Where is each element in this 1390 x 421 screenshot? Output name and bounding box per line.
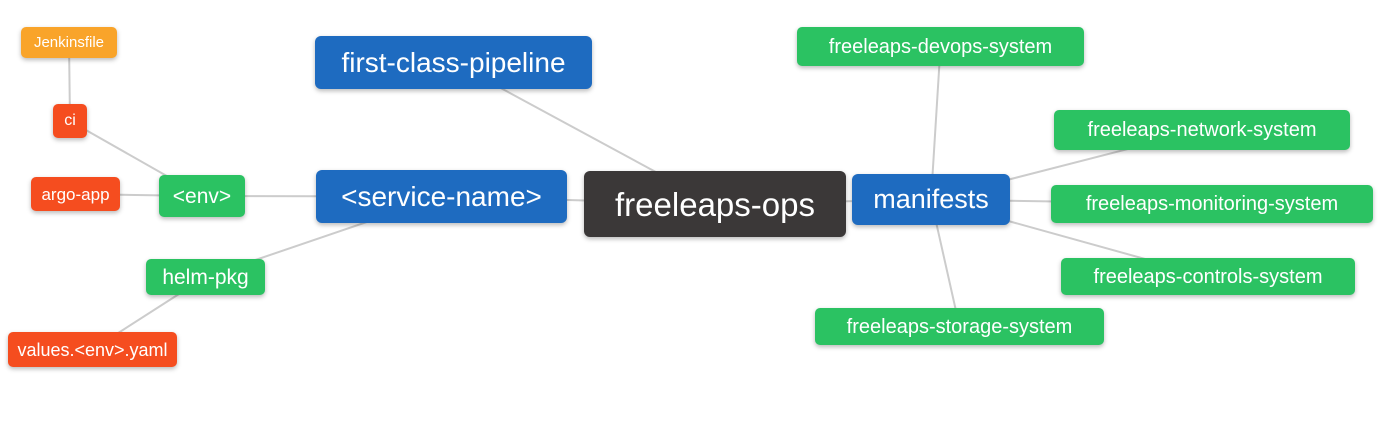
node-freeleaps-storage-system[interactable]: freeleaps-storage-system (815, 308, 1104, 345)
node-label: manifests (873, 184, 989, 214)
node-argo-app[interactable]: argo-app (31, 177, 120, 211)
node-label: freeleaps-controls-system (1093, 265, 1323, 288)
node-ci[interactable]: ci (53, 104, 87, 138)
node-label: freeleaps-network-system (1087, 119, 1317, 141)
node-freeleaps-devops-system[interactable]: freeleaps-devops-system (797, 27, 1084, 66)
node-label: first-class-pipeline (341, 46, 566, 78)
node-service-name[interactable]: <service-name> (316, 170, 567, 223)
node-label: <service-name> (341, 180, 542, 212)
node-jenkinsfile[interactable]: Jenkinsfile (21, 27, 117, 58)
node-freeleaps-monitoring-system[interactable]: freeleaps-monitoring-system (1051, 185, 1373, 223)
node-label: freeleaps-monitoring-system (1085, 193, 1339, 215)
node-manifests[interactable]: manifests (852, 174, 1010, 225)
node-freeleaps-controls-system[interactable]: freeleaps-controls-system (1061, 258, 1355, 295)
node-label: argo-app (41, 184, 110, 204)
node-values-env-yaml[interactable]: values.<env>.yaml (8, 332, 177, 367)
node-label: Jenkinsfile (33, 34, 105, 51)
node-label: <env> (172, 184, 232, 208)
node-env[interactable]: <env> (159, 175, 245, 217)
node-label: ci (64, 112, 76, 129)
node-label: helm-pkg (162, 265, 249, 289)
node-label: freeleaps-ops (615, 185, 815, 223)
node-freeleaps-network-system[interactable]: freeleaps-network-system (1054, 110, 1350, 150)
node-helm-pkg[interactable]: helm-pkg (146, 259, 265, 295)
node-first-class-pipeline[interactable]: first-class-pipeline (315, 36, 592, 89)
node-label: freeleaps-devops-system (828, 35, 1053, 58)
node-freeleaps-ops[interactable]: freeleaps-ops (584, 171, 846, 237)
node-label: values.<env>.yaml (17, 339, 168, 360)
node-label: freeleaps-storage-system (846, 315, 1073, 338)
